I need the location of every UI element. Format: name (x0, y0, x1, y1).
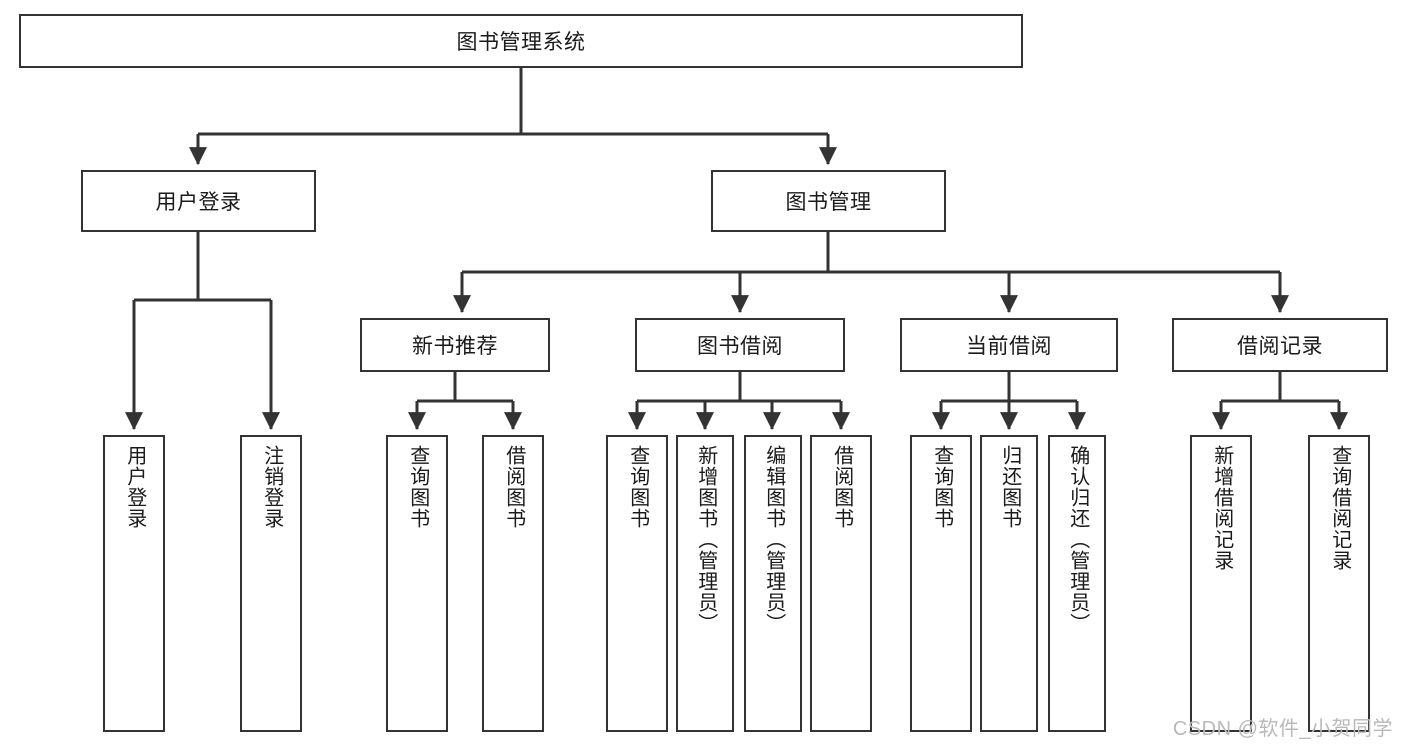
leaf-new-book-borrow-label: 借阅图书 (502, 445, 525, 529)
leaf-user-login[interactable]: 用户登录 (103, 435, 165, 732)
node-new-book-label: 新书推荐 (412, 335, 498, 358)
leaf-borrow-add-label: 新增图书（管理员） (694, 445, 717, 634)
node-root-label: 图书管理系统 (456, 31, 586, 54)
csdn-watermark: CSDN @软件_小贺同学 (1172, 718, 1393, 740)
leaf-current-query-label: 查询图书 (930, 445, 953, 529)
leaf-record-add[interactable]: 新增借阅记录 (1190, 435, 1252, 732)
node-current-label: 当前借阅 (966, 335, 1052, 358)
leaf-current-return-label: 归还图书 (998, 445, 1021, 529)
node-book-mgmt-label: 图书管理 (785, 191, 872, 214)
leaf-borrow-book-label: 借阅图书 (830, 445, 853, 529)
node-borrow-label: 图书借阅 (697, 335, 783, 358)
node-root[interactable]: 图书管理系统 (19, 14, 1023, 68)
node-current[interactable]: 当前借阅 (900, 318, 1118, 372)
leaf-new-book-borrow[interactable]: 借阅图书 (482, 435, 544, 732)
leaf-current-confirm[interactable]: 确认归还（管理员） (1048, 435, 1106, 732)
leaf-record-add-label: 新增借阅记录 (1210, 445, 1233, 571)
leaf-new-book-query-label: 查询图书 (406, 445, 429, 529)
node-user-login-label: 用户登录 (155, 191, 242, 214)
leaf-current-return[interactable]: 归还图书 (980, 435, 1038, 732)
leaf-logout[interactable]: 注销登录 (240, 435, 302, 732)
node-book-mgmt[interactable]: 图书管理 (711, 170, 946, 232)
leaf-borrow-query-label: 查询图书 (626, 445, 649, 529)
node-new-book[interactable]: 新书推荐 (360, 318, 550, 372)
leaf-user-login-label: 用户登录 (123, 445, 146, 529)
leaf-record-query-label: 查询借阅记录 (1328, 445, 1351, 571)
leaf-current-confirm-label: 确认归还（管理员） (1066, 445, 1089, 634)
leaf-new-book-query[interactable]: 查询图书 (386, 435, 448, 732)
leaf-borrow-edit[interactable]: 编辑图书（管理员） (744, 435, 802, 732)
leaf-borrow-edit-label: 编辑图书（管理员） (762, 445, 785, 634)
node-borrow[interactable]: 图书借阅 (635, 318, 845, 372)
node-user-login[interactable]: 用户登录 (81, 170, 316, 232)
node-record-label: 借阅记录 (1237, 335, 1323, 358)
leaf-borrow-book[interactable]: 借阅图书 (810, 435, 872, 732)
leaf-logout-label: 注销登录 (260, 445, 283, 529)
node-record[interactable]: 借阅记录 (1172, 318, 1388, 372)
leaf-record-query[interactable]: 查询借阅记录 (1308, 435, 1370, 732)
leaf-borrow-add[interactable]: 新增图书（管理员） (676, 435, 734, 732)
leaf-borrow-query[interactable]: 查询图书 (606, 435, 668, 732)
leaf-current-query[interactable]: 查询图书 (910, 435, 972, 732)
